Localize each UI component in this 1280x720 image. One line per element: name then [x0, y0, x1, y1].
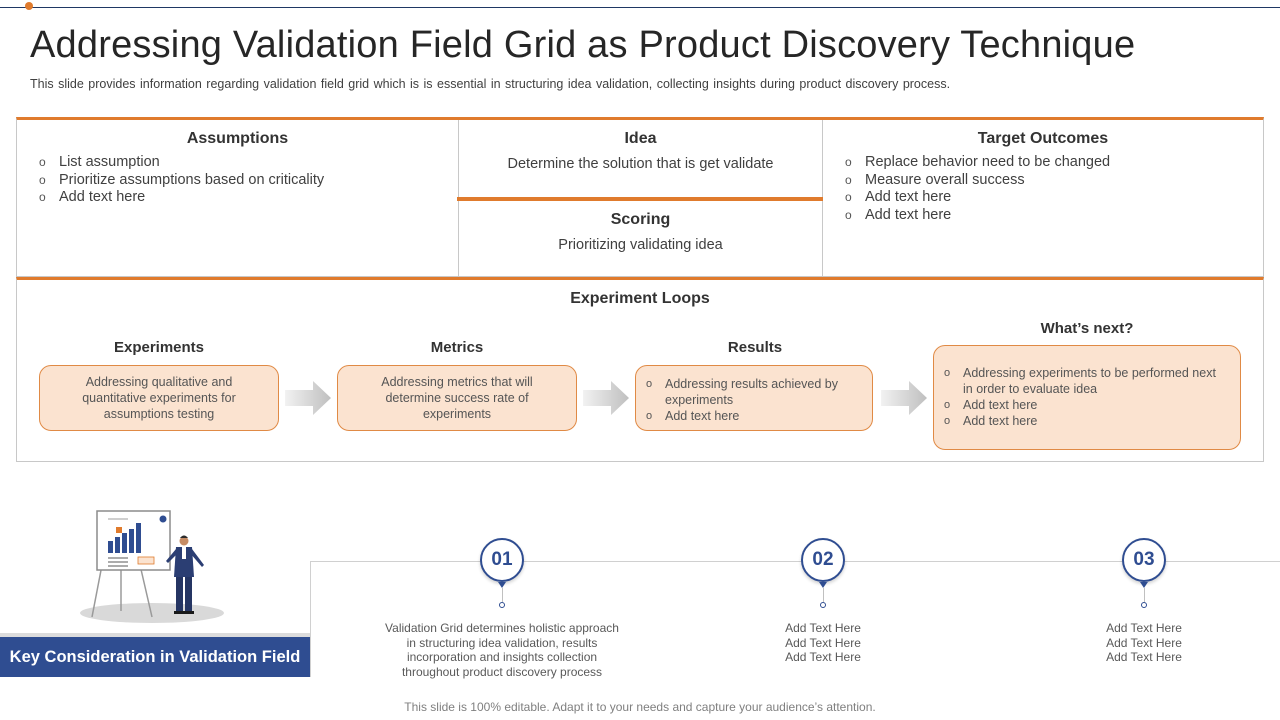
results-box: Addressing results achieved by experimen…	[635, 365, 873, 431]
step-number-badge: 01	[480, 538, 524, 582]
pin-pointer	[819, 582, 827, 588]
experiment-loops-section: Experiment Loops Experiments Addressing …	[16, 277, 1264, 462]
step-number-badge: 02	[801, 538, 845, 582]
list-item: Addressing experiments to be performed n…	[944, 365, 1226, 397]
list-item: Addressing results achieved by experimen…	[646, 376, 862, 408]
pin-dot	[820, 602, 826, 608]
whats-next-list: Addressing experiments to be performed n…	[944, 365, 1226, 429]
assumptions-cell: Assumptions List assumption Prioritize a…	[17, 120, 459, 276]
pin-dot	[1141, 602, 1147, 608]
list-item: Add text here	[646, 408, 862, 424]
list-item: List assumption	[39, 154, 458, 172]
target-outcomes-heading: Target Outcomes	[977, 130, 1109, 147]
top-accent-dot	[25, 2, 33, 10]
list-item: Add text here	[39, 189, 458, 207]
metrics-label: Metrics	[430, 339, 484, 356]
target-outcomes-list: Replace behavior need to be changed Meas…	[845, 154, 1263, 224]
list-item: Prioritize assumptions based on critical…	[39, 172, 458, 190]
list-item: Add text here	[845, 207, 1263, 225]
idea-scoring-divider	[457, 197, 823, 201]
whats-next-box: Addressing experiments to be performed n…	[933, 345, 1241, 450]
scoring-section: Scoring Prioritizing validating idea	[459, 201, 822, 277]
idea-scoring-cell: Idea Determine the solution that is get …	[457, 120, 823, 277]
validation-grid: Assumptions List assumption Prioritize a…	[16, 117, 1264, 277]
whats-next-label: What’s next?	[1040, 320, 1134, 337]
top-rule	[0, 7, 1280, 8]
idea-section: Idea Determine the solution that is get …	[459, 120, 822, 198]
key-point-text: Validation Grid determines holistic appr…	[385, 621, 619, 679]
metrics-text: Addressing metrics that will determine s…	[381, 375, 533, 421]
footer-note: This slide is 100% editable. Adapt it to…	[404, 700, 876, 714]
metrics-box: Addressing metrics that will determine s…	[337, 365, 577, 431]
list-item: Replace behavior need to be changed	[845, 154, 1263, 172]
target-outcomes-cell: Target Outcomes Replace behavior need to…	[823, 120, 1263, 276]
idea-heading: Idea	[624, 130, 657, 147]
key-point-text: Add Text Here Add Text Here Add Text Her…	[785, 621, 861, 664]
right-arrow-icon	[881, 381, 927, 415]
key-point-text: Add Text Here Add Text Here Add Text Her…	[1106, 621, 1182, 664]
right-arrow-icon	[583, 381, 629, 415]
assumptions-list: List assumption Prioritize assumptions b…	[39, 154, 458, 207]
pin-connector	[823, 588, 824, 602]
assumptions-heading: Assumptions	[186, 130, 289, 147]
timeline-line	[310, 561, 1280, 562]
experiments-box: Addressing qualitative and quantitative …	[39, 365, 279, 431]
results-label: Results	[727, 339, 783, 356]
scoring-heading: Scoring	[610, 211, 671, 228]
step-number-badge: 03	[1122, 538, 1166, 582]
idea-text: Determine the solution that is get valid…	[507, 156, 774, 172]
results-list: Addressing results achieved by experimen…	[646, 376, 862, 424]
pin-dot	[499, 602, 505, 608]
pin-pointer	[498, 582, 506, 588]
list-item: Measure overall success	[845, 172, 1263, 190]
list-item: Add text here	[944, 413, 1226, 429]
experiment-loops-title: Experiment Loops	[570, 290, 710, 307]
pin-connector	[1144, 588, 1145, 602]
list-item: Add text here	[845, 189, 1263, 207]
right-arrow-icon	[285, 381, 331, 415]
experiments-text: Addressing qualitative and quantitative …	[82, 375, 236, 421]
presenter-with-chart-board-icon	[80, 510, 224, 623]
banner-shadow	[0, 633, 310, 637]
key-consideration-banner: Key Consideration in Validation Field	[0, 637, 310, 677]
page-title: Addressing Validation Field Grid as Prod…	[30, 24, 1136, 66]
pin-pointer	[1140, 582, 1148, 588]
scoring-text: Prioritizing validating idea	[558, 237, 723, 253]
page-subtitle: This slide provides information regardin…	[30, 77, 951, 91]
pin-connector	[502, 588, 503, 602]
experiments-label: Experiments	[113, 339, 205, 356]
list-item: Add text here	[944, 397, 1226, 413]
timeline-edge	[310, 561, 311, 677]
